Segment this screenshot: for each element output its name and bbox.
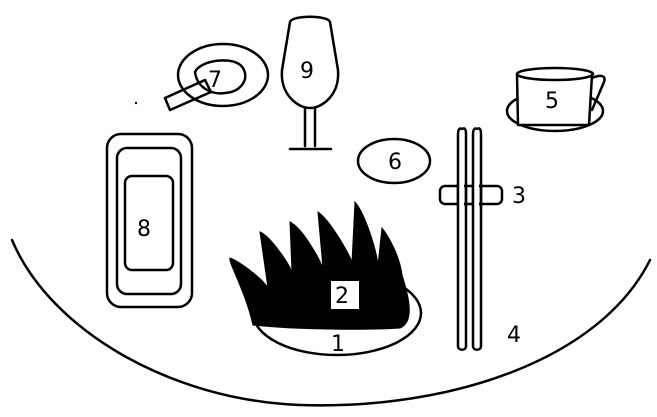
food-label: 2 xyxy=(335,284,349,309)
tray: 8 xyxy=(107,134,192,307)
sauce-dish: 6 xyxy=(358,139,430,183)
chopsticks-label: 4 xyxy=(507,323,521,348)
teacup-label: 5 xyxy=(545,89,559,114)
teacup: 5 xyxy=(507,68,605,131)
chopstick-rest: 3 xyxy=(440,184,526,209)
chopstick-rest-label: 3 xyxy=(512,184,526,209)
ashtray-label: 7 xyxy=(208,68,222,93)
food: 2 xyxy=(230,202,409,329)
tray-label: 8 xyxy=(137,217,151,242)
wine-glass-label: 9 xyxy=(300,59,314,84)
wine-glass: 9 xyxy=(282,17,338,149)
chopsticks: 4 xyxy=(458,128,521,349)
ashtray: 7 xyxy=(135,44,268,110)
plate-label: 1 xyxy=(331,332,345,357)
sauce-dish-label: 6 xyxy=(388,150,402,175)
